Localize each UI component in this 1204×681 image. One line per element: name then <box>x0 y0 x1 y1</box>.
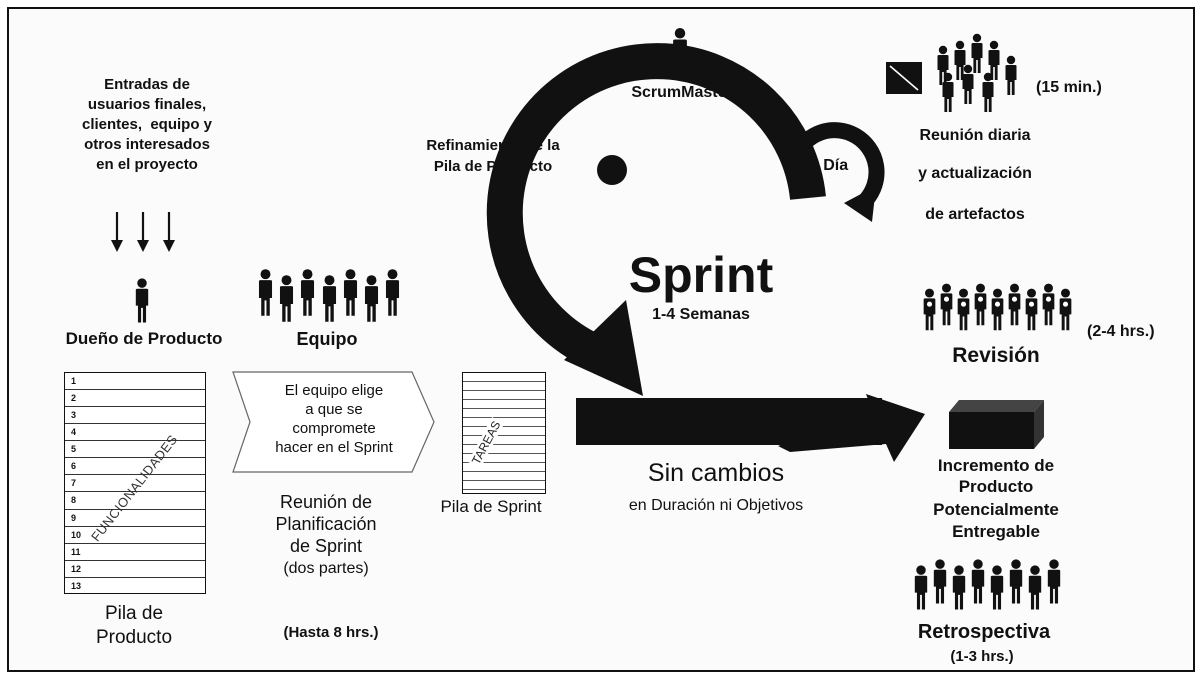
input-arrows <box>111 212 175 252</box>
increment-line-2: Producto <box>958 477 1034 496</box>
burndown-board-icon <box>886 62 922 94</box>
no-change-subtitle: en Duración ni Objetivos <box>628 497 804 514</box>
increment-line-4: Entregable <box>952 522 1040 541</box>
backlog-item: 8 <box>65 492 205 510</box>
backlog-item: 6 <box>65 458 205 476</box>
planning-arrow-line-1: El equipo elige <box>284 382 384 399</box>
review-label: Revisión <box>952 344 1040 367</box>
backlog-item: 10 <box>65 527 205 544</box>
daily-cycle-label: 1 Día <box>809 157 849 174</box>
refinement-line-2: Pila de Producto <box>433 158 553 175</box>
inputs-line-3: clientes, equipo y <box>81 116 213 133</box>
inputs-line-1: Entradas de <box>104 76 190 93</box>
scrum-master-label: ScrumMaster <box>631 84 733 101</box>
daily-line-1: Reunión diaria <box>919 127 1031 144</box>
backlog-item: 5 <box>65 441 205 459</box>
backlog-item: 1 <box>65 373 205 391</box>
retrospective-label: Retrospectiva <box>917 621 1051 643</box>
backlog-item: 11 <box>65 544 205 561</box>
sprint-cycle-arrow-icon <box>486 43 882 445</box>
product-owner-label: Dueño de Producto <box>65 329 223 348</box>
daily-line-2: y actualización <box>918 165 1032 182</box>
sprint-backlog-tasks-list <box>462 372 546 494</box>
sprint-title: Sprint <box>628 247 774 303</box>
backlog-item: 12 <box>65 561 205 578</box>
product-backlog-list: 1 2 3 4 5 6 7 8 9 10 11 12 13 <box>64 372 206 594</box>
backlog-item: 13 <box>71 580 82 591</box>
daily-cycle-arrow-icon <box>787 122 885 222</box>
daily-duration: (15 min.) <box>1036 79 1102 96</box>
increment-box-icon <box>949 400 1044 449</box>
team-label: Equipo <box>296 329 358 349</box>
product-owner-person-icon <box>135 278 149 323</box>
inputs-line-4: otros interesados <box>84 136 210 153</box>
refinement-dot-icon <box>597 155 627 185</box>
planning-duration: (Hasta 8 hrs.) <box>283 624 379 641</box>
planning-meeting-line-2: Planificación <box>275 514 377 534</box>
refinement-line-1: Refinamiento de la <box>426 137 560 154</box>
product-backlog-caption-2: Producto <box>95 627 173 648</box>
sprint-duration: 1-4 Semanas <box>652 306 750 323</box>
planning-chevron-arrow <box>232 371 435 473</box>
increment-line-3: Potencialmente <box>933 500 1059 519</box>
increment-line-1: Incremento de <box>937 456 1055 475</box>
backlog-item: 9 <box>65 510 205 527</box>
backlog-item: 3 <box>65 407 205 425</box>
inputs-line-2: usuarios finales, <box>87 96 207 113</box>
planning-arrow-line-3: compromete <box>292 420 376 437</box>
backlog-item: 4 <box>65 424 205 442</box>
backlog-item: 2 <box>65 390 205 408</box>
retrospective-duration: (1-3 hrs.) <box>950 648 1014 665</box>
backlog-item: 7 <box>65 475 205 493</box>
review-duration: (2-4 hrs.) <box>1087 323 1155 340</box>
planning-meeting-line-4: (dos partes) <box>283 560 369 577</box>
sprint-backlog-caption: Pila de Sprint <box>440 497 542 516</box>
no-change-title: Sin cambios <box>647 459 785 487</box>
planning-meeting-line-3: de Sprint <box>289 536 363 556</box>
product-backlog-caption-1: Pila de <box>104 603 164 624</box>
inputs-line-5: en el proyecto <box>96 156 198 173</box>
review-people-icon <box>923 283 1072 331</box>
planning-arrow-line-2: a que se <box>305 401 363 418</box>
daily-meeting-people-icon <box>937 33 1017 112</box>
retrospective-people-icon <box>914 559 1061 610</box>
team-people-icon <box>258 269 400 322</box>
planning-meeting-line-1: Reunión de <box>279 492 373 512</box>
daily-line-3: de artefactos <box>925 206 1025 223</box>
output-arrow-icon <box>778 394 925 462</box>
planning-arrow-line-4: hacer en el Sprint <box>275 439 393 456</box>
